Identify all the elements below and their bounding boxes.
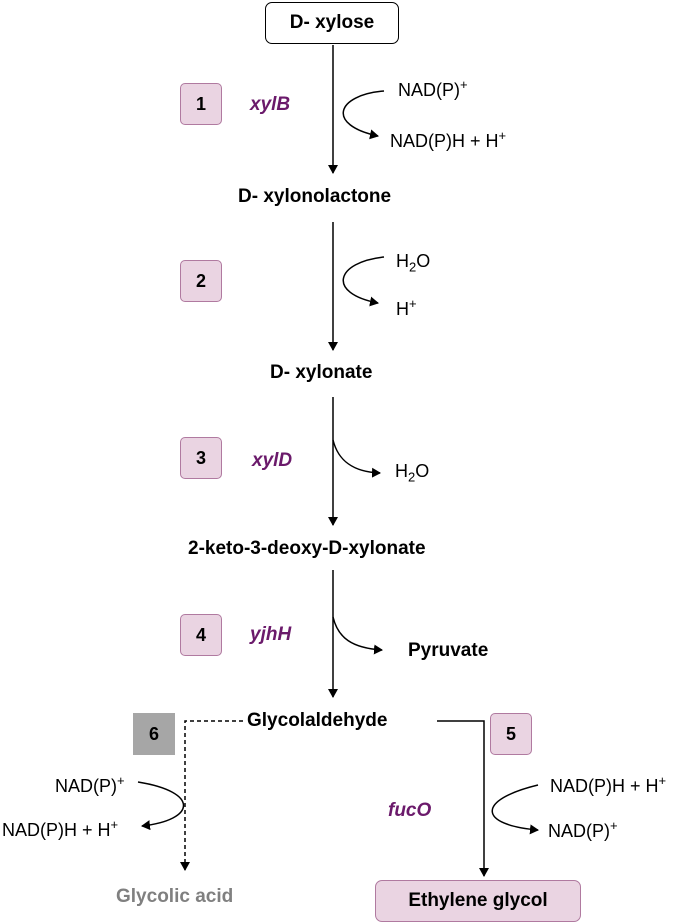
gene-yjhh: yjhH xyxy=(250,624,292,645)
metabolite-glycolic-acid: Glycolic acid xyxy=(116,886,234,907)
cofactor-nadph-step6: NAD(P)H + H+ xyxy=(2,817,119,840)
step-2-badge: 2 xyxy=(180,260,222,302)
cofactor-curve-step4 xyxy=(332,616,383,655)
cofactor-nadp-step6: NAD(P)+ xyxy=(55,773,125,796)
metabolite-d-xylonate: D- xylonate xyxy=(270,362,373,383)
cofactor-curve-step6 xyxy=(137,781,184,831)
cofactor-nadph-step5: NAD(P)H + H+ xyxy=(550,773,667,796)
step-6-badge: 6 xyxy=(133,713,175,755)
metabolite-2-keto-3-deoxy-d-xylonate: 2-keto-3-deoxy-D-xylonate xyxy=(188,538,426,559)
metabolite-ethylene-glycol: Ethylene glycol xyxy=(375,880,581,922)
cofactor-nadp-step1: NAD(P)+ xyxy=(398,77,468,100)
gene-xyld: xylD xyxy=(252,450,293,471)
step-4-badge: 4 xyxy=(180,614,222,656)
metabolite-d-xylonolactone: D- xylonolactone xyxy=(238,186,392,207)
gene-fuco: fucO xyxy=(388,800,432,821)
cofactor-curve-step3 xyxy=(332,439,381,478)
cofactor-curve-step2 xyxy=(342,256,385,307)
cofactor-curve-step1 xyxy=(342,90,385,140)
cofactor-h2o-step2: H2O xyxy=(396,251,431,275)
metabolite-d-xylose: D- xylose xyxy=(265,2,399,44)
arrow-step5 xyxy=(437,720,489,877)
arrow-step6 xyxy=(180,720,243,871)
step-5-badge: 5 xyxy=(490,713,532,755)
cofactor-nadp-step5: NAD(P)+ xyxy=(548,818,618,841)
gene-xylb: xylB xyxy=(250,94,291,115)
step-3-badge: 3 xyxy=(180,437,222,479)
cofactor-h2o-step3: H2O xyxy=(395,461,430,485)
cofactor-nadph-step1: NAD(P)H + H+ xyxy=(390,128,507,151)
step-1-badge: 1 xyxy=(180,83,222,125)
cofactor-curve-step5 xyxy=(491,784,539,835)
metabolite-pyruvate: Pyruvate xyxy=(408,640,489,661)
cofactor-h-step2: H+ xyxy=(396,296,417,319)
metabolite-glycolaldehyde: Glycolaldehyde xyxy=(247,710,388,731)
